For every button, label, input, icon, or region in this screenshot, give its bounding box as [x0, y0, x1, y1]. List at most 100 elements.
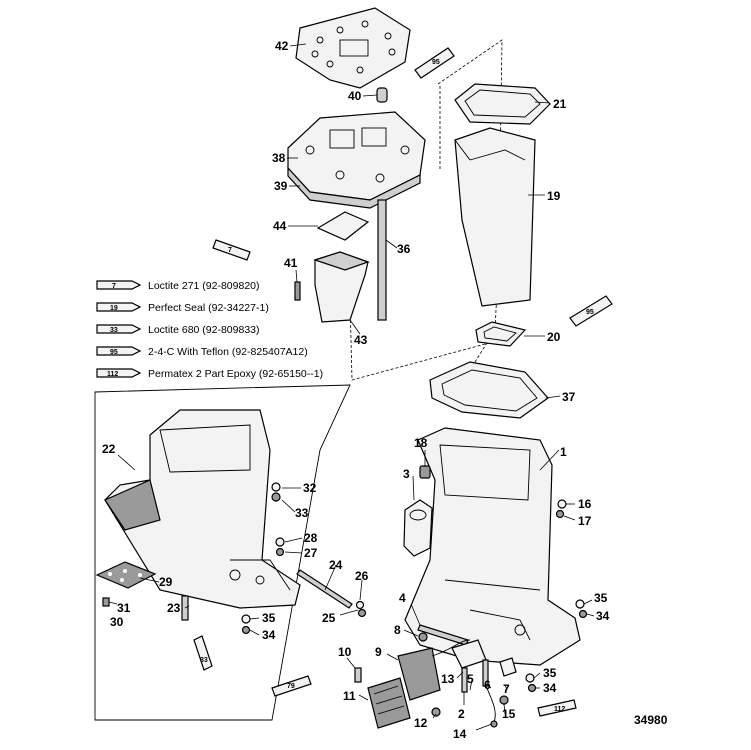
bolts-bottom — [354, 657, 517, 728]
anode-plate — [95, 561, 157, 589]
callout-label: 33 — [295, 506, 309, 520]
tube-label: 33 — [200, 657, 208, 664]
legend-item: 33 Loctite 680 (92-809833) — [96, 324, 260, 336]
leader-lines — [108, 43, 595, 731]
legend-tube-number: 19 — [110, 305, 118, 312]
callout-label: 15 — [502, 707, 516, 721]
callout-label: 38 — [272, 151, 286, 165]
callout-label: 36 — [397, 242, 411, 256]
callout-label: 41 — [284, 256, 298, 270]
callout-label: 37 — [562, 390, 576, 404]
tube-label: 112 — [554, 706, 565, 713]
plug — [419, 465, 431, 479]
callout-label: 31 — [117, 601, 131, 615]
sealant-tube-mid: 7 — [212, 239, 251, 261]
figure-number: 34980 — [634, 713, 668, 727]
sensor-bracket — [397, 639, 471, 701]
callout-label: 10 — [338, 645, 352, 659]
legend-text: Permatex 2 Part Epoxy (92-65150--1) — [148, 368, 323, 380]
callout-label: 13 — [441, 672, 455, 686]
legend-tube-number: 7 — [112, 283, 116, 290]
legend-text: 2-4-C With Teflon (92-825407A12) — [148, 346, 308, 358]
legend-item: 7 Loctite 271 (92-809820) — [96, 280, 260, 292]
legend-tube-number: 112 — [107, 371, 118, 378]
driveshaft-housing-left — [104, 409, 301, 609]
callout-label: 3 — [403, 467, 410, 481]
callout-label: 22 — [102, 442, 116, 456]
callout-label: 2 — [458, 707, 465, 721]
callout-label: 26 — [355, 569, 369, 583]
driveshaft-housing-right — [404, 427, 581, 666]
exhaust-adaptor — [313, 251, 370, 323]
callout-label: 9 — [375, 645, 382, 659]
legend-item: 112 Permatex 2 Part Epoxy (92-65150--1) — [96, 368, 323, 380]
small-hardware-right — [417, 499, 588, 693]
callout-label: 20 — [547, 330, 561, 344]
large-gasket — [429, 361, 549, 419]
callout-label: 39 — [274, 179, 288, 193]
callout-label: 27 — [304, 546, 318, 560]
sealant-tube-bottom-right: 112 — [537, 699, 577, 717]
callout-label: 40 — [348, 89, 362, 103]
sealant-tube-top: 95 — [414, 47, 455, 79]
callout-label: 32 — [303, 481, 317, 495]
callout-label: 4 — [399, 591, 406, 605]
legend: 7 Loctite 271 (92-809820) 19 Perfect Sea… — [96, 280, 323, 380]
tube-label: 79 — [287, 683, 295, 690]
callout-label: 11 — [343, 689, 356, 703]
callout-label: 16 — [578, 497, 592, 511]
callouts: 42 40 21 38 39 19 44 36 41 43 20 37 1 18… — [102, 39, 610, 741]
callout-label: 34 — [596, 609, 610, 623]
tube-label: 95 — [432, 59, 440, 66]
tube-label: 7 — [228, 247, 232, 254]
callout-label: 23 — [167, 601, 181, 615]
spacer — [403, 499, 433, 557]
legend-item: 95 2-4-C With Teflon (92-825407A12) — [96, 346, 308, 358]
callout-label: 44 — [273, 219, 287, 233]
screw — [294, 281, 301, 301]
sealant-tube-left: 33 — [193, 635, 213, 671]
callout-label: 17 — [578, 514, 592, 528]
legend-tube-number: 95 — [110, 349, 118, 356]
callout-label: 5 — [467, 672, 474, 686]
legend-text: Loctite 680 (92-809833) — [148, 324, 260, 336]
callout-label: 35 — [262, 611, 276, 625]
legend-item: 19 Perfect Seal (92-34227-1) — [96, 302, 269, 314]
legend-text: Perfect Seal (92-34227-1) — [148, 302, 269, 314]
callout-label: 7 — [503, 682, 510, 696]
callout-label: 25 — [322, 611, 336, 625]
legend-text: Loctite 271 (92-809820) — [148, 280, 260, 292]
callout-label: 28 — [304, 531, 318, 545]
sealant-tube-bottom-left: 79 — [271, 675, 312, 697]
gasket-plate — [295, 7, 411, 89]
sealant-tube-right: 95 — [569, 295, 613, 327]
callout-label: 35 — [543, 666, 557, 680]
legend-tube-number: 33 — [110, 327, 118, 334]
callout-label: 6 — [484, 678, 491, 692]
tube-label: 95 — [586, 309, 594, 316]
callout-label: 12 — [414, 716, 428, 730]
callout-label: 24 — [329, 558, 343, 572]
callout-label: 42 — [275, 39, 289, 53]
callout-label: 18 — [414, 436, 428, 450]
callout-label: 29 — [159, 575, 173, 589]
grommet — [376, 87, 388, 103]
callout-label: 43 — [354, 333, 368, 347]
exhaust-tube — [454, 127, 536, 307]
seal-ring — [454, 83, 551, 125]
callout-label: 8 — [394, 623, 401, 637]
callout-label: 35 — [594, 591, 608, 605]
callout-label: 34 — [262, 628, 276, 642]
cover-plate — [367, 677, 411, 729]
callout-label: 34 — [543, 681, 557, 695]
callout-label: 21 — [553, 97, 567, 111]
rubber-seal — [475, 321, 527, 347]
callout-label: 30 — [110, 615, 124, 629]
exhaust-stud — [377, 199, 387, 321]
callout-label: 1 — [560, 445, 567, 459]
callout-label: 14 — [453, 727, 467, 741]
callout-label: 19 — [547, 189, 561, 203]
adaptor-plate — [287, 111, 426, 209]
